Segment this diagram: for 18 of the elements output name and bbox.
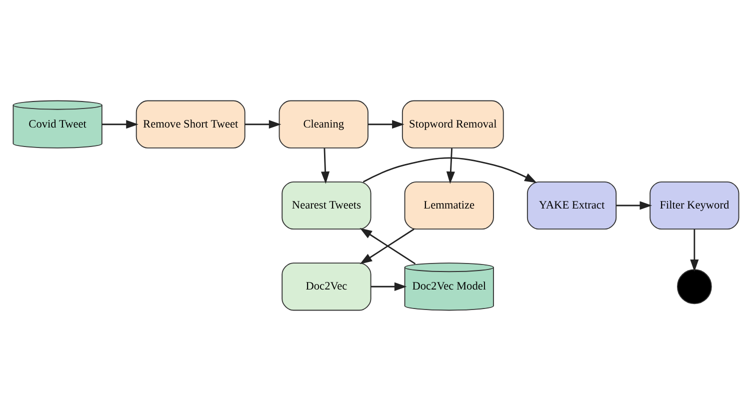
arrow [616, 200, 652, 210]
arrow [244, 120, 282, 128]
node-box: Doc2Vec [282, 262, 372, 310]
node-box: Stopword Removal [402, 100, 504, 148]
arrow [371, 282, 407, 290]
node-box: Filter Keyword [650, 180, 740, 230]
node-box: Cleaning [278, 100, 368, 148]
arrow [446, 148, 455, 184]
arrow [368, 120, 404, 128]
node-box: Lemmatize [404, 180, 494, 230]
node-box: YAKE Extract [526, 180, 617, 230]
arrow [102, 120, 138, 128]
arrow [690, 228, 699, 272]
node-circle [676, 268, 712, 304]
arrow [321, 148, 330, 184]
arrow [362, 156, 537, 182]
node-box: Nearest Tweets [282, 180, 372, 230]
node-box: Remove Short Tweet [136, 100, 246, 148]
